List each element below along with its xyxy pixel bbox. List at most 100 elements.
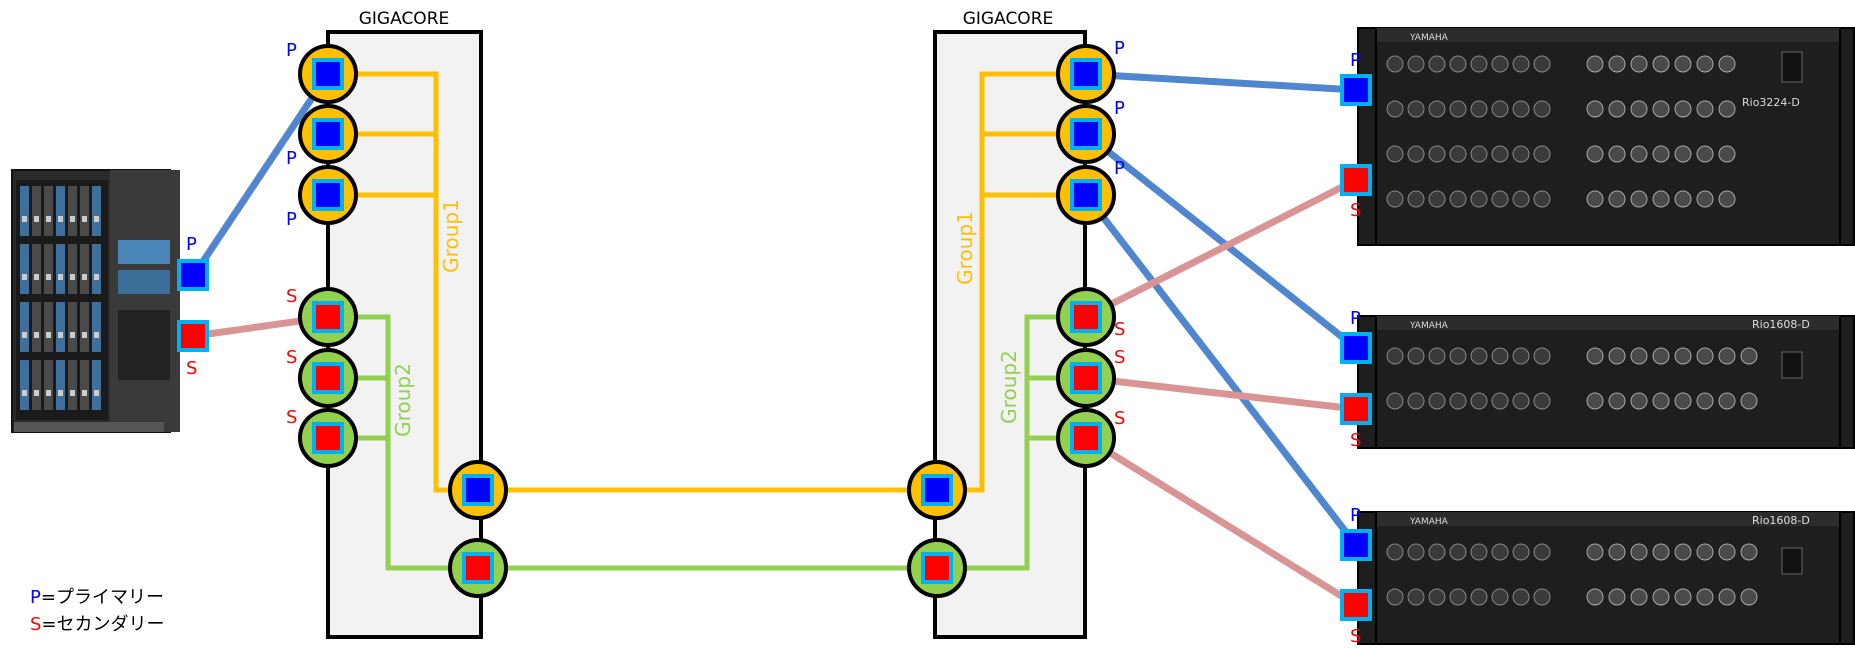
xlr-output-jack <box>1718 55 1736 73</box>
xlr-output-jack <box>1630 588 1648 606</box>
xlr-output-jack <box>1608 347 1626 365</box>
xlr-input-jack <box>1407 145 1425 163</box>
console-channel-strip <box>56 244 65 294</box>
letter-left-p2: P <box>286 148 297 169</box>
console-channel-strip <box>44 186 53 236</box>
rio1608a-model: Rio1608-D <box>1752 318 1810 331</box>
xlr-output-jack <box>1652 392 1670 410</box>
console-fader-knob <box>34 332 39 338</box>
port-right-group1-2 <box>1056 104 1116 164</box>
xlr-output-jack <box>1674 145 1692 163</box>
xlr-output-jack <box>1586 100 1604 118</box>
xlr-output-jack <box>1586 543 1604 561</box>
xlr-input-jack <box>1386 588 1404 606</box>
port-left-group1-1 <box>298 44 358 104</box>
xlr-input-jack <box>1449 55 1467 73</box>
console-fader-knob <box>34 274 39 280</box>
rio1608a-port-primary <box>1340 332 1372 364</box>
letter-rio3224-p: P <box>1350 50 1361 71</box>
xlr-input-jack <box>1470 100 1488 118</box>
xlr-output-jack <box>1608 55 1626 73</box>
legend-secondary-text: =セカンダリー <box>41 614 164 635</box>
console-channel-strip <box>20 302 29 352</box>
console-channel-strip <box>68 186 77 236</box>
xlr-input-jack <box>1533 55 1551 73</box>
xlr-output-jack <box>1586 392 1604 410</box>
letter-left-s3: S <box>286 407 297 428</box>
letter-rio3224-s: S <box>1350 200 1361 221</box>
xlr-output-jack <box>1652 145 1670 163</box>
xlr-output-jack <box>1718 190 1736 208</box>
xlr-input-jack <box>1428 347 1446 365</box>
xlr-output-jack <box>1740 543 1758 561</box>
port-left-group2-1 <box>298 287 358 347</box>
letter-left-s2: S <box>286 347 297 368</box>
xlr-output-jack <box>1586 190 1604 208</box>
console-fader-knob <box>70 332 75 338</box>
legend: P=プライマリー S=セカンダリー <box>30 587 165 635</box>
xlr-input-jack <box>1428 190 1446 208</box>
xlr-input-jack <box>1407 588 1425 606</box>
xlr-input-jack <box>1449 543 1467 561</box>
xlr-input-jack <box>1386 100 1404 118</box>
console-channel-strip <box>80 302 89 352</box>
xlr-output-jack <box>1608 543 1626 561</box>
xlr-output-jack <box>1740 347 1758 365</box>
cable-rio3224-secondary <box>1082 176 1360 321</box>
xlr-input-jack <box>1512 190 1530 208</box>
port-left-group1-3 <box>298 165 358 225</box>
xlr-output-jack <box>1696 55 1714 73</box>
console-fader-knob <box>46 216 51 222</box>
xlr-input-jack <box>1512 588 1530 606</box>
rio1608b-device: YAMAHA Rio1608-D <box>1372 511 1844 645</box>
console-fader-knob <box>22 274 27 280</box>
xlr-output-jack <box>1652 588 1670 606</box>
xlr-input-jack <box>1407 347 1425 365</box>
xlr-output-jack <box>1696 588 1714 606</box>
xlr-input-jack <box>1533 392 1551 410</box>
legend-primary: P=プライマリー <box>30 587 164 608</box>
xlr-output-jack <box>1696 392 1714 410</box>
xlr-output-jack <box>1652 347 1670 365</box>
xlr-input-jack <box>1449 190 1467 208</box>
xlr-input-jack <box>1449 392 1467 410</box>
xlr-input-jack <box>1533 190 1551 208</box>
console-fader-knob <box>82 390 87 396</box>
xlr-input-jack <box>1533 543 1551 561</box>
letter-rio1608b-p: P <box>1350 505 1361 526</box>
console-fader-knob <box>94 274 99 280</box>
console-fader-knob <box>94 216 99 222</box>
console-fader-knob <box>46 390 51 396</box>
console-fader-knob <box>58 390 63 396</box>
xlr-input-jack <box>1428 100 1446 118</box>
console-fader-knob <box>58 274 63 280</box>
xlr-output-jack <box>1696 190 1714 208</box>
port-right-group2-1 <box>1056 287 1116 347</box>
console-channel-strip <box>32 302 41 352</box>
rio1608b-brand: YAMAHA <box>1409 517 1449 527</box>
console-channel-strip <box>44 244 53 294</box>
letter-right-p2: P <box>1114 98 1125 119</box>
letter-right-s1: S <box>1114 319 1125 340</box>
xlr-input-jack <box>1428 55 1446 73</box>
switch-right-title: GIGACORE <box>963 9 1054 29</box>
xlr-output-jack <box>1696 100 1714 118</box>
console-channel-strip <box>56 302 65 352</box>
rio3224-port-secondary <box>1340 164 1372 196</box>
console-fader-knob <box>82 216 87 222</box>
letter-rio1608a-p: P <box>1350 308 1361 329</box>
rio3224-port-primary <box>1340 74 1372 106</box>
xlr-output-jack <box>1652 543 1670 561</box>
console-channel-strip <box>92 302 101 352</box>
xlr-input-jack <box>1386 392 1404 410</box>
console-fader-knob <box>22 390 27 396</box>
console-channel-strip <box>32 186 41 236</box>
switch-port-letters: P P P S S S P P P S S S <box>286 38 1125 429</box>
console-fader-knob <box>22 216 27 222</box>
xlr-output-jack <box>1630 55 1648 73</box>
xlr-input-jack <box>1386 543 1404 561</box>
xlr-input-jack <box>1386 55 1404 73</box>
rio1608a-device: YAMAHA Rio1608-D <box>1372 315 1844 449</box>
switch-right-ports <box>907 44 1116 598</box>
